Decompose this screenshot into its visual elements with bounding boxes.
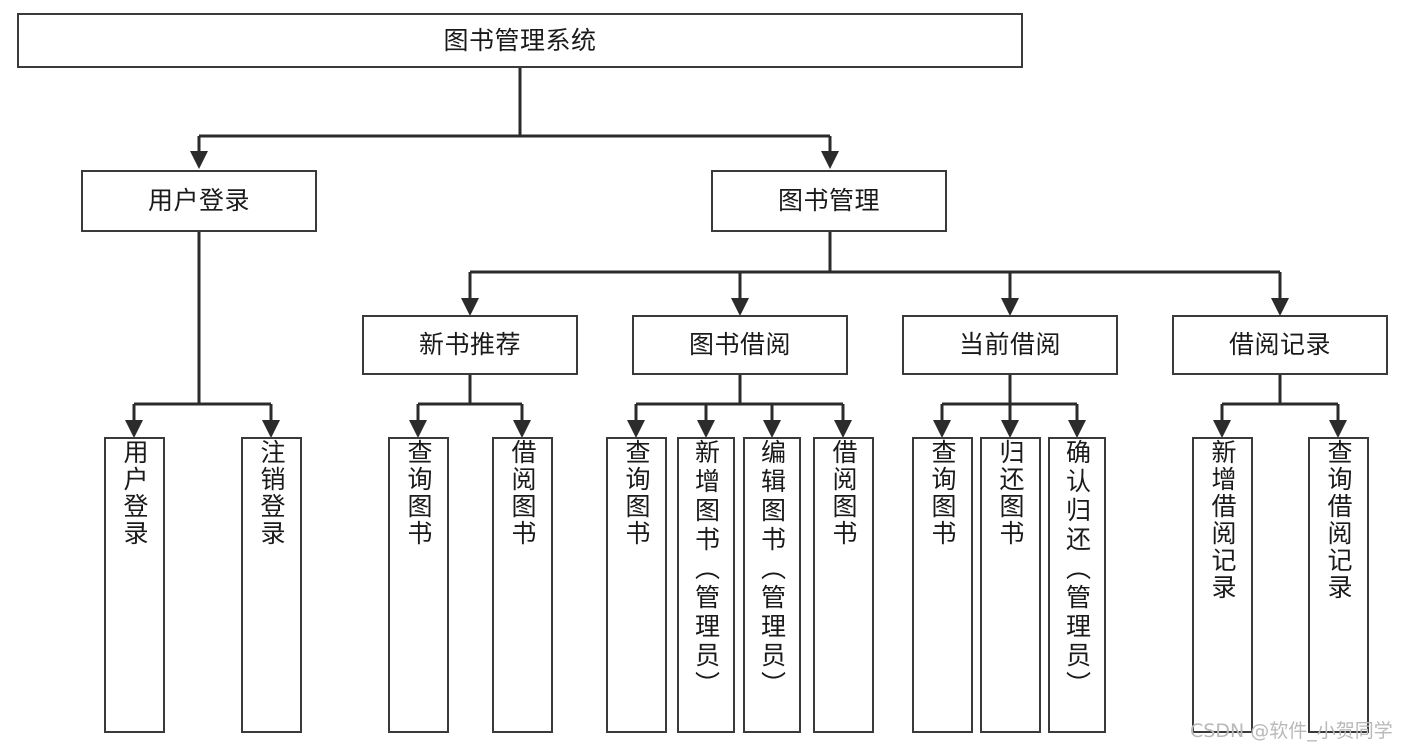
node-leaf-add-borrow-record-label: 新增借阅记录 [1208, 439, 1237, 601]
node-leaf-query-borrow-record-label: 查询借阅记录 [1324, 439, 1353, 601]
node-leaf-confirm-return-admin[interactable]: 确认归还（管理员） [1048, 437, 1106, 733]
node-leaf-query-book-3-label: 查询图书 [928, 439, 957, 547]
node-leaf-borrow-book-1-label: 借阅图书 [508, 439, 537, 547]
node-leaf-query-book-2[interactable]: 查询图书 [606, 437, 667, 733]
node-root-label: 图书管理系统 [443, 25, 597, 55]
node-leaf-query-book-1-label: 查询图书 [404, 439, 433, 547]
node-user-login[interactable]: 用户登录 [81, 170, 317, 232]
node-leaf-return-book[interactable]: 归还图书 [980, 437, 1041, 733]
node-leaf-query-borrow-record[interactable]: 查询借阅记录 [1308, 437, 1369, 733]
node-leaf-query-book-3[interactable]: 查询图书 [912, 437, 973, 733]
node-new-book-recommend-label: 新书推荐 [418, 330, 521, 360]
node-leaf-edit-book-admin[interactable]: 编辑图书（管理员） [743, 437, 801, 733]
node-leaf-query-book-1[interactable]: 查询图书 [388, 437, 449, 733]
node-current-borrow[interactable]: 当前借阅 [902, 315, 1118, 375]
node-leaf-edit-book-admin-label: 编辑图书（管理员） [757, 439, 787, 700]
node-leaf-add-borrow-record[interactable]: 新增借阅记录 [1192, 437, 1253, 733]
node-borrow-record[interactable]: 借阅记录 [1172, 315, 1388, 375]
node-leaf-borrow-book-2-label: 借阅图书 [829, 439, 858, 547]
node-book-management[interactable]: 图书管理 [711, 170, 947, 232]
node-book-borrow[interactable]: 图书借阅 [632, 315, 848, 375]
node-leaf-user-login-label: 用户登录 [120, 439, 149, 547]
node-user-login-label: 用户登录 [147, 186, 250, 216]
watermark-csdn: CSDN @软件_小贺同学 [1190, 720, 1393, 742]
node-book-management-label: 图书管理 [777, 186, 880, 216]
node-new-book-recommend[interactable]: 新书推荐 [362, 315, 578, 375]
node-leaf-logout-login[interactable]: 注销登录 [241, 437, 302, 733]
node-leaf-confirm-return-admin-label: 确认归还（管理员） [1062, 439, 1092, 700]
node-book-borrow-label: 图书借阅 [688, 330, 791, 360]
node-leaf-add-book-admin-label: 新增图书（管理员） [691, 439, 721, 700]
node-leaf-user-login[interactable]: 用户登录 [104, 437, 165, 733]
node-current-borrow-label: 当前借阅 [958, 330, 1061, 360]
node-leaf-add-book-admin[interactable]: 新增图书（管理员） [677, 437, 735, 733]
node-borrow-record-label: 借阅记录 [1228, 330, 1331, 360]
node-root[interactable]: 图书管理系统 [17, 13, 1023, 68]
node-leaf-return-book-label: 归还图书 [996, 439, 1025, 547]
node-leaf-logout-login-label: 注销登录 [257, 439, 286, 547]
node-leaf-borrow-book-1[interactable]: 借阅图书 [492, 437, 553, 733]
node-leaf-borrow-book-2[interactable]: 借阅图书 [813, 437, 874, 733]
node-leaf-query-book-2-label: 查询图书 [622, 439, 651, 547]
